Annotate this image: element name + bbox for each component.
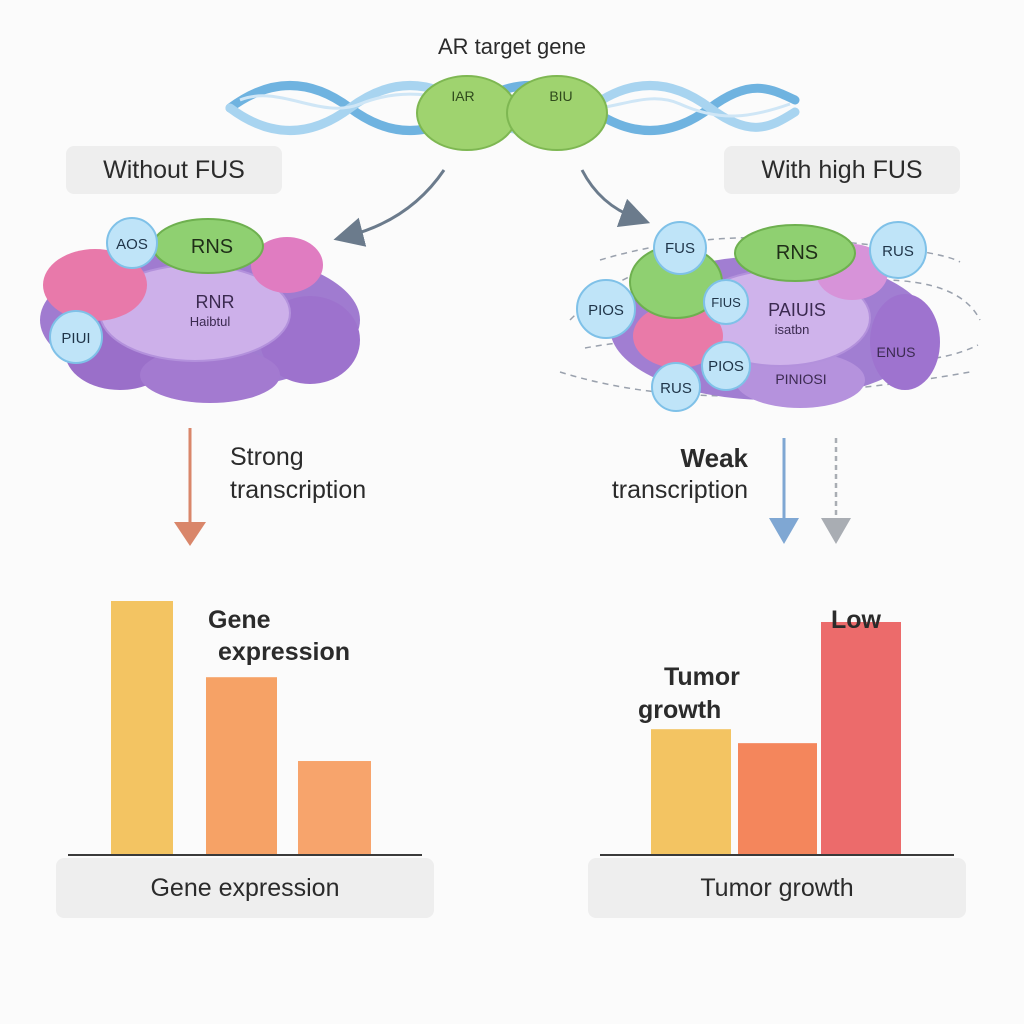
tumor-growth-bar-1 <box>651 729 731 855</box>
left-complex-label-center2: Haibtul <box>190 314 231 329</box>
strong-label: Strong <box>230 443 304 471</box>
dna-lobe-label-right: BIU <box>549 88 572 104</box>
arrow-to-right-complex <box>580 169 651 228</box>
right-complex-label-rns: RNS <box>776 242 818 264</box>
strong-transcription-label: transcription <box>230 476 367 504</box>
gene-expression-caption: Gene expression <box>150 874 340 902</box>
right-protein-complex <box>576 221 940 412</box>
tumor-growth-chart <box>600 622 954 856</box>
arrow-to-left-complex <box>333 169 446 247</box>
ar-target-gene-lobes <box>416 75 608 151</box>
without-fus-pill: Without FUS <box>66 146 282 194</box>
right-complex-label-center1: PAIUIS <box>768 300 826 320</box>
left-complex-label-center1: RNR <box>196 292 235 312</box>
left-complex-label-piui: PIUI <box>61 330 90 347</box>
gene-annotation-line2: expression <box>218 638 351 666</box>
tumor-growth-caption-pill: Tumor growth <box>588 858 966 918</box>
weak-label: Weak <box>680 443 748 473</box>
with-high-fus-pill: With high FUS <box>724 146 960 194</box>
gene-expression-bar-1 <box>111 601 173 855</box>
left-complex-label-aos: AOS <box>116 236 148 253</box>
gene-expression-bar-2 <box>206 677 277 855</box>
gene-expression-bar-3 <box>298 761 371 855</box>
low-annotation: Low <box>831 606 881 634</box>
without-fus-label: Without FUS <box>103 156 245 184</box>
left-protein-complex <box>40 217 360 403</box>
right-complex-label-rus-bottom: RUS <box>660 380 692 397</box>
weak-transcription-arrow-gray <box>821 438 851 544</box>
tumor-growth-bar-3 <box>821 622 901 855</box>
right-complex-label-pios-lower: PIOS <box>708 358 744 375</box>
tumor-growth-bar-2 <box>738 743 817 855</box>
dna-lobe-label-left: IAR <box>451 88 474 104</box>
diagram-title: AR target gene <box>438 34 586 59</box>
gene-expression-chart <box>68 601 422 856</box>
right-complex-label-center2: isatbn <box>775 322 810 337</box>
gene-annotation-line1: Gene <box>208 606 271 634</box>
tumor-annotation-line2: growth <box>638 696 722 724</box>
strong-transcription-arrow <box>174 428 206 546</box>
left-complex-label-rns: RNS <box>191 236 233 258</box>
right-complex-label-enus: ENUS <box>877 344 916 360</box>
right-complex-label-rus-top: RUS <box>882 243 914 260</box>
right-complex-label-bottom-center: PINIOSI <box>775 371 826 387</box>
right-complex-label-fius: FIUS <box>711 295 741 310</box>
tumor-growth-caption: Tumor growth <box>700 874 854 902</box>
with-high-fus-label: With high FUS <box>761 156 923 184</box>
tumor-annotation-line1: Tumor <box>664 663 740 691</box>
right-complex-label-pios-left: PIOS <box>588 302 624 319</box>
weak-transcription-arrow-blue <box>769 438 799 544</box>
right-complex-label-fus: FUS <box>665 240 695 257</box>
weak-transcription-label: transcription <box>611 476 748 504</box>
gene-expression-caption-pill: Gene expression <box>56 858 434 918</box>
